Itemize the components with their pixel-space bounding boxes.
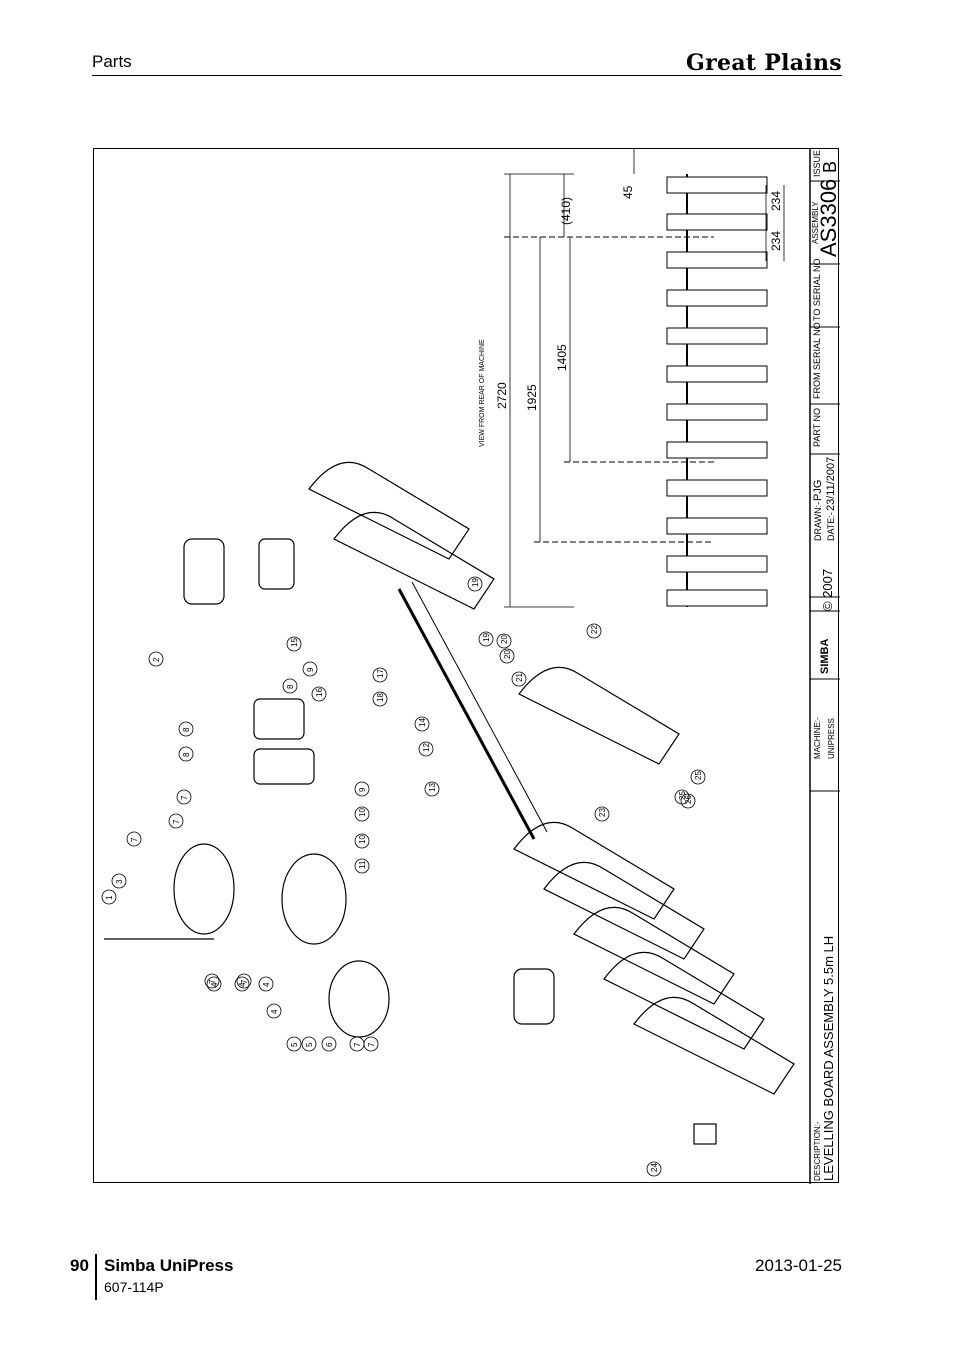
parts-drawing: ISSUE B ASSEMBLY AS3306 TO SERIAL NO FRO… <box>93 148 840 1184</box>
callout-number: 2 <box>152 657 161 662</box>
callout-number: 24 <box>650 1163 659 1172</box>
title-block <box>809 149 840 1184</box>
to-serial-label: TO SERIAL NO <box>812 258 822 321</box>
callout-number: 1 <box>105 895 114 900</box>
callout-number: 7 <box>180 795 189 800</box>
callout-number: 11 <box>358 860 367 869</box>
callout-number: 21 <box>515 673 524 682</box>
manual-code: 607-114P <box>104 1279 164 1295</box>
dim-1405: 1405 <box>555 344 569 371</box>
callout-number: 7 <box>240 979 249 984</box>
dim-2720: 2720 <box>495 382 509 409</box>
manual-title: Simba UniPress <box>104 1256 234 1275</box>
callout-number: 14 <box>418 718 427 727</box>
date-value: 23/11/2007 <box>825 457 837 511</box>
assembly-number: AS3306 <box>816 179 840 257</box>
header-rule <box>92 75 842 76</box>
callout-number: 4 <box>270 1009 279 1014</box>
callout-number: 25 <box>694 771 703 780</box>
callout-number: 25 <box>678 791 687 800</box>
callout-number: 3 <box>115 879 124 884</box>
description-label: DESCRIPTION:- <box>813 1121 822 1181</box>
simba-logo: SIMBA <box>819 639 831 675</box>
callout-number: 18 <box>376 693 385 702</box>
callout-number: 7 <box>208 979 217 984</box>
rear-view <box>504 149 785 608</box>
dim-234-a: 234 <box>769 191 783 211</box>
callout-number: 10 <box>358 808 367 817</box>
date-label: DATE:- <box>826 512 836 541</box>
callout-number: 4 <box>262 982 271 987</box>
callout-number: 22 <box>590 625 599 634</box>
callout-number: 26 <box>684 795 693 804</box>
callout-number: 4 <box>210 982 219 987</box>
callout-number: 20 <box>503 650 512 659</box>
assembly-label: ASSEMBLY <box>811 201 820 244</box>
callout-number: 6 <box>325 1042 334 1047</box>
callout-number: 7 <box>172 819 181 824</box>
callout-number: 10 <box>358 835 367 844</box>
callout-number: 20 <box>500 635 509 644</box>
callout-number: 7 <box>367 1042 376 1047</box>
callout-number: 9 <box>306 667 315 672</box>
description-value: LEVELLING BOARD ASSEMBLY 5.5m LH <box>821 936 836 1181</box>
callout-number: 8 <box>286 684 295 689</box>
issue-value: B <box>820 161 840 173</box>
callout-number: 19 <box>471 578 480 587</box>
callout-number: 13 <box>428 783 437 792</box>
section-label: Parts <box>92 52 132 71</box>
drawn-label: DRAWN:- <box>813 502 823 541</box>
callout-number: 7 <box>353 1042 362 1047</box>
callout-number: 12 <box>422 743 431 752</box>
callout-number: 7 <box>130 837 139 842</box>
callout-number: 8 <box>182 727 191 732</box>
callout-number: 9 <box>358 787 367 792</box>
callout-number: 23 <box>598 808 607 817</box>
callout-number: 16 <box>315 688 324 697</box>
rear-view-dimensions <box>504 149 785 608</box>
from-serial-label: FROM SERIAL NO <box>812 322 822 399</box>
brand-logo: Great Plains <box>686 50 842 76</box>
page-number: 90 <box>70 1256 89 1275</box>
dim-1925: 1925 <box>525 384 539 411</box>
callout-number: 19 <box>482 633 491 642</box>
callout-number: 8 <box>182 752 191 757</box>
issue-label: ISSUE <box>812 150 822 177</box>
footer-divider <box>95 1254 97 1300</box>
callout-number: 15 <box>290 638 299 647</box>
part-no-label: PART NO <box>812 408 822 447</box>
drawing-svg: ISSUE B ASSEMBLY AS3306 TO SERIAL NO FRO… <box>101 149 840 1184</box>
view-label: VIEW FROM REAR OF MACHINE <box>479 339 486 447</box>
callout-number: 5 <box>290 1042 299 1047</box>
drawn-value: PJG <box>812 480 824 501</box>
dim-234-b: 234 <box>769 231 783 251</box>
callout-number: 17 <box>376 669 385 678</box>
exploded-view <box>104 461 795 1145</box>
callout-number: 5 <box>305 1042 314 1047</box>
dim-45: 45 <box>621 185 635 199</box>
machine-label: MACHINE:- <box>813 717 822 759</box>
copyright: © 2007 <box>820 569 835 611</box>
callout-number: 4 <box>238 982 247 987</box>
publish-date: 2013-01-25 <box>755 1256 842 1275</box>
rear-view-tines <box>666 176 768 607</box>
machine-value: UNIPRESS <box>827 718 836 759</box>
dim-410: (410) <box>559 197 573 225</box>
